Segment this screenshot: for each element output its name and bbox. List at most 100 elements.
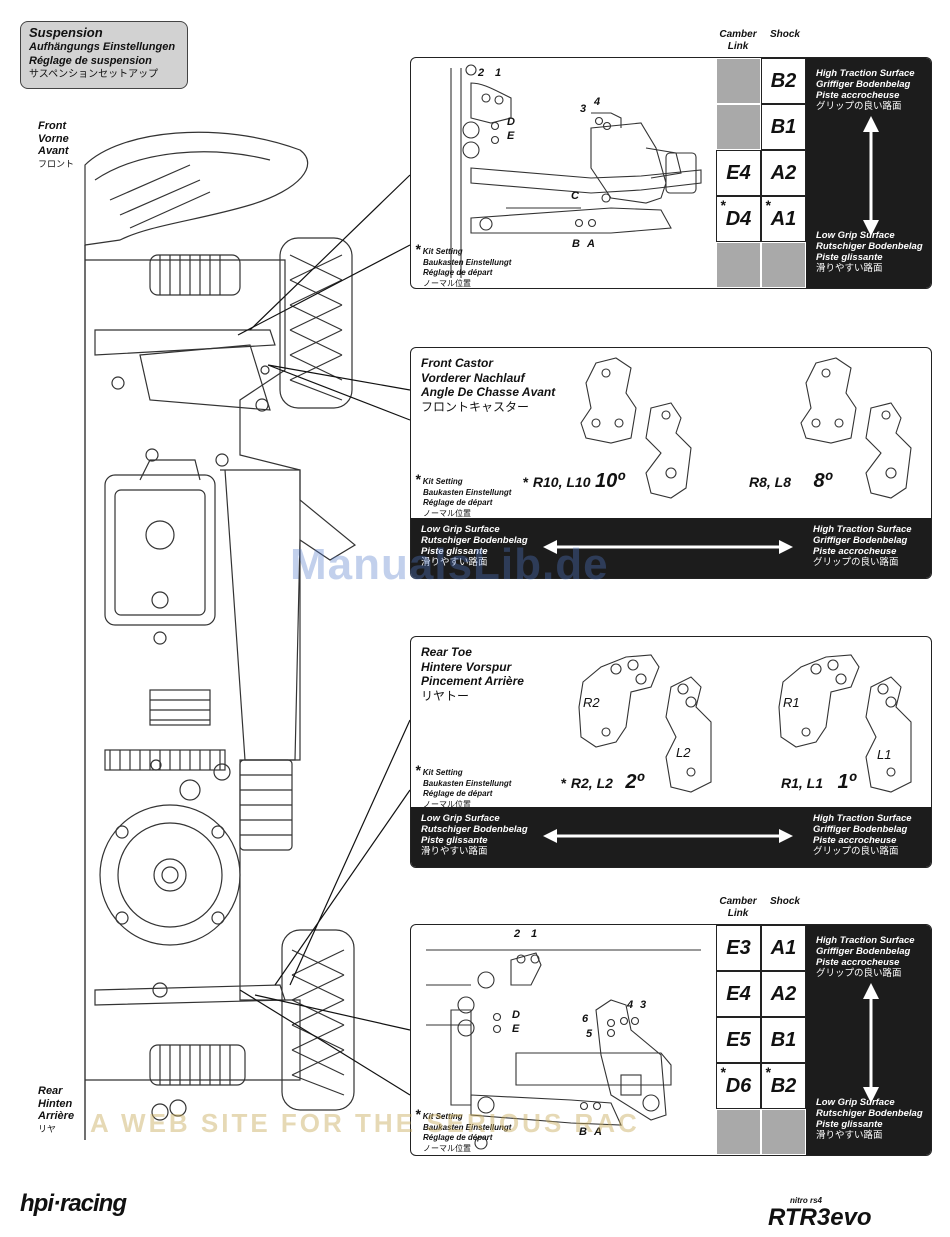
toe-surface-strip: Low Grip Surface Rutschiger Bodenbelag P…: [411, 807, 931, 867]
rear-camber-r4-value: D6: [725, 1074, 752, 1097]
low-surface-jp: 滑りやすい路面: [816, 263, 883, 274]
section-title: Suspension: [29, 25, 103, 40]
front-suspension-diagram: [450, 64, 702, 278]
rear-susp-kit-note: * Kit Setting Baukasten Einstellungt Rég…: [415, 1106, 511, 1154]
low-surface-de: Rutschiger Bodenbelag: [816, 241, 923, 252]
front-castor-panel: Front Castor Vorderer Nachlauf Angle De …: [410, 347, 932, 579]
toe-part-r2: R2: [583, 695, 600, 710]
high-surface-fr: Piste accrocheuse: [816, 957, 900, 968]
rear-label-fr: Arrière: [38, 1110, 75, 1122]
toe-opt2-value: 1º: [837, 771, 856, 793]
rear-susp-surface-strip: High Traction Surface Griffiger Bodenbel…: [806, 925, 931, 1155]
toe-opt1-label: R2, L2: [570, 775, 613, 791]
kit-l4: ノーマル位置: [423, 508, 471, 518]
kit-l4: ノーマル位置: [423, 799, 471, 809]
rear-hole-e: E: [512, 1023, 520, 1035]
vertical-double-arrow-icon: [863, 983, 879, 1103]
leader-castor-2: [267, 364, 411, 391]
rear-suspension-diagram: [426, 949, 701, 1150]
kit-star: *: [415, 762, 421, 778]
rear-label-de: Hinten: [38, 1097, 73, 1110]
rear-label: Rear Hinten Arrière リヤ: [38, 1085, 74, 1135]
castor-opt1-value: 10º: [594, 470, 625, 492]
leader-toe-2: [289, 719, 411, 986]
castor-surface-strip: Low Grip Surface Rutschiger Bodenbelag P…: [411, 518, 931, 578]
low-surface-jp: 滑りやすい路面: [421, 557, 488, 568]
high-surface-jp: グリップの良い路面: [816, 101, 902, 112]
front-camber-header: Camber Link: [719, 29, 757, 52]
rear-hole-d: D: [512, 1009, 520, 1021]
front-body-shape: [84, 131, 309, 246]
kit-l1: Kit Setting: [422, 768, 463, 777]
rear-toe-panel: Rear Toe Hintere Vorspur Pincement Arriè…: [410, 636, 932, 868]
front-hole-d: D: [507, 116, 515, 128]
rear-camber-header: Camber Link: [719, 896, 757, 919]
toe-hubs-diagram: [578, 654, 912, 793]
section-title-jp: サスペンションセットアップ: [29, 69, 159, 80]
high-surface-jp: グリップの良い路面: [813, 557, 899, 568]
front-shock-r2: B1: [761, 104, 806, 150]
high-surface-fr: Piste accrocheuse: [813, 835, 897, 846]
rear-hole-6: 6: [582, 1013, 589, 1025]
front-shock-r3: A2: [761, 150, 806, 196]
low-surface-jp: 滑りやすい路面: [421, 846, 488, 857]
low-surface-en: Low Grip Surface: [816, 230, 895, 241]
rear-camber-r2: E4: [716, 971, 761, 1017]
low-surface-en: Low Grip Surface: [816, 1097, 895, 1108]
front-susp-surface-strip: High Traction Surface Griffiger Bodenbel…: [806, 58, 931, 288]
vertical-double-arrow-icon: [863, 116, 879, 236]
kit-star: *: [415, 1106, 421, 1122]
leader-rear-susp-1: [239, 989, 411, 1096]
front-hole-a: A: [587, 238, 595, 250]
castor-heading-de: Vorderer Nachlauf: [421, 370, 525, 385]
low-surface-fr: Piste glissante: [816, 252, 883, 263]
castor-option-kit: * R10, L10 10º: [523, 470, 625, 493]
rear-hole-b: B: [579, 1126, 587, 1138]
front-camber-r5: [716, 242, 761, 288]
kit-l1: Kit Setting: [422, 247, 463, 256]
toe-heading-jp: リヤトー: [421, 688, 470, 703]
kit-l2: Baukasten Einstellungt: [423, 257, 512, 267]
high-surface-de: Griffiger Bodenbelag: [816, 79, 911, 90]
low-surface-jp: 滑りやすい路面: [816, 1130, 883, 1141]
low-surface-en: Low Grip Surface: [421, 813, 500, 824]
section-title-de: Aufhängungs Einstellungen: [29, 41, 176, 53]
manualslib-watermark: ManualsLib.de: [290, 540, 609, 589]
toe-part-r1: R1: [783, 695, 800, 710]
castor-opt2-label: R8, L8: [749, 474, 792, 490]
exhaust-pipe: [220, 469, 357, 761]
front-label-fr: Avant: [38, 145, 69, 157]
kit-l2: Baukasten Einstellungt: [423, 487, 512, 497]
kit-l1: Kit Setting: [422, 477, 463, 486]
rear-tire: [281, 929, 355, 1111]
castor-option-2: R8, L8 8º: [749, 470, 832, 493]
castor-low-surface: Low Grip Surface Rutschiger Bodenbelag P…: [421, 524, 528, 568]
front-hole-2: 2: [478, 67, 485, 79]
rear-camber-r4: *D6: [716, 1063, 761, 1109]
castor-heading: Front Castor Vorderer Nachlauf Angle De …: [421, 356, 555, 414]
front-hole-4: 4: [594, 96, 601, 108]
kit-l3: Réglage de départ: [423, 1133, 493, 1142]
front-hole-1: 1: [495, 67, 502, 79]
toe-heading-de: Hintere Vorspur: [421, 659, 512, 674]
front-hole-3: 3: [580, 103, 587, 115]
front-shock-r5: [761, 242, 806, 288]
toe-part-l1: L1: [877, 747, 892, 762]
high-surface-en: High Traction Surface: [816, 68, 915, 79]
kit-l4: ノーマル位置: [423, 1143, 471, 1153]
kit-l3: Réglage de départ: [423, 789, 493, 798]
leader-rear-susp-2: [254, 994, 411, 1031]
leader-front-susp-2: [249, 174, 411, 331]
front-susp-kit-note: * Kit Setting Baukasten Einstellungt Rég…: [415, 242, 512, 288]
kit-star: *: [561, 775, 567, 791]
low-surface-de: Rutschiger Bodenbelag: [421, 535, 528, 546]
front-label-en: Front: [38, 120, 67, 132]
front-label-jp: フロント: [38, 158, 75, 169]
section-title-box: Suspension Aufhängungs Einstellungen Rég…: [20, 21, 188, 89]
front-shock-r1: B2: [761, 58, 806, 104]
high-surface-de: Griffiger Bodenbelag: [816, 946, 911, 957]
castor-heading-jp: フロントキャスター: [421, 399, 530, 414]
rear-camber-r3: E5: [716, 1017, 761, 1063]
rear-hole-4: 4: [627, 999, 634, 1011]
nitro-rs4-logo: nitro rs4: [790, 1196, 823, 1205]
